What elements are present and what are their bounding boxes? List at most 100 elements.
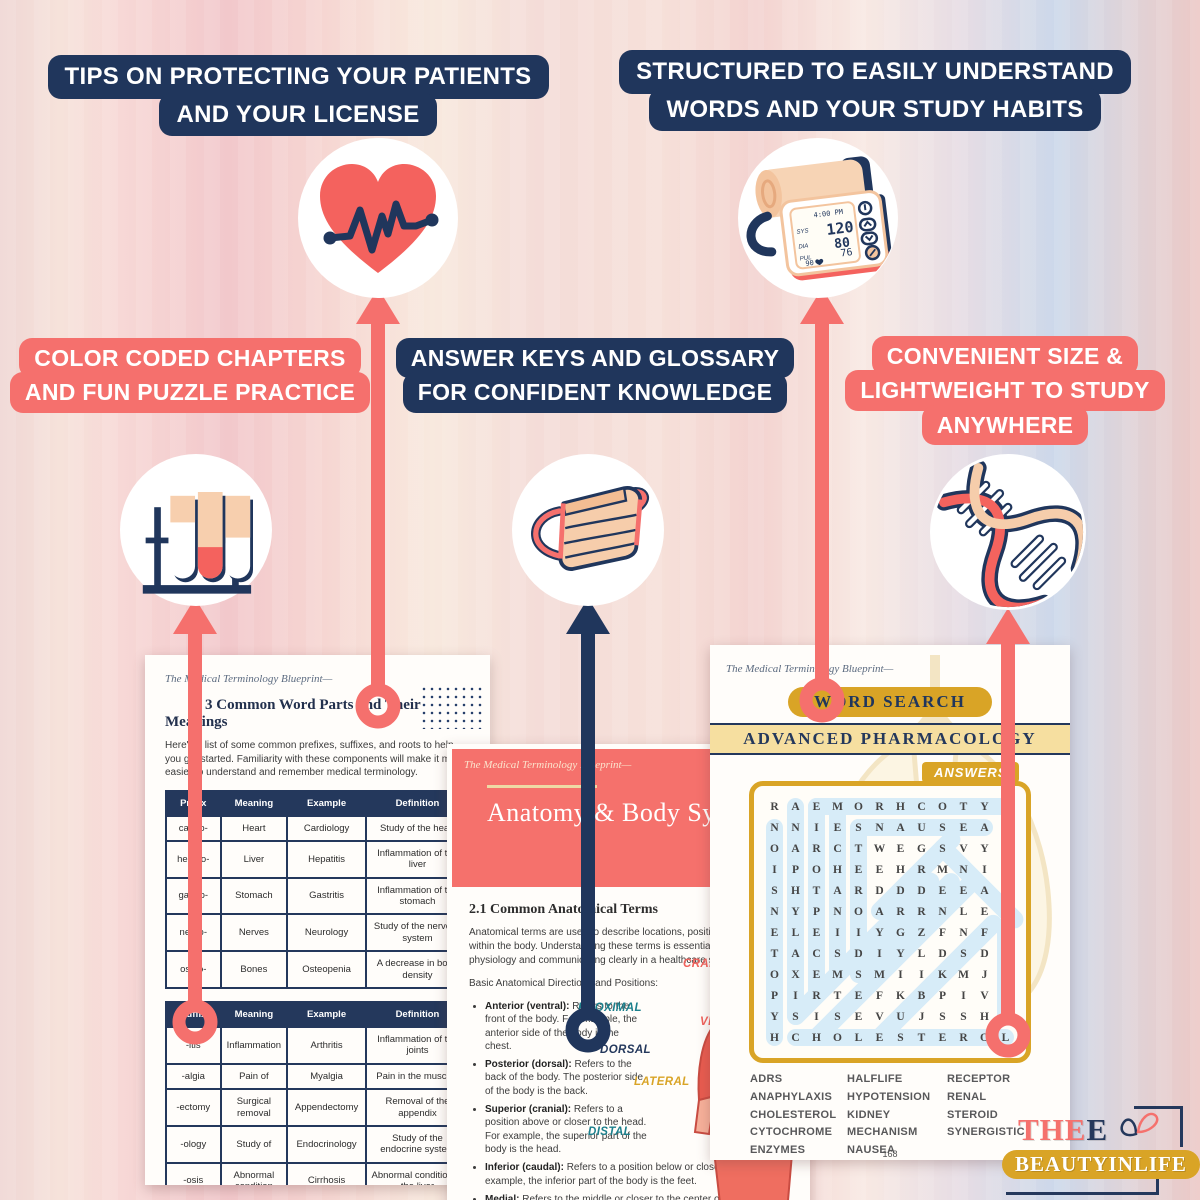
grid-letter: D <box>917 884 926 897</box>
grid-letter: S <box>960 947 967 960</box>
grid-letter: A <box>791 947 800 960</box>
banner-line: ANYWHERE <box>921 404 1089 446</box>
grid-letter: Y <box>770 1010 779 1023</box>
grid-letter: M <box>832 968 843 981</box>
grid-letter: D <box>938 947 947 960</box>
table-cell: Cardiology <box>286 814 367 842</box>
grid-letter: I <box>814 821 819 834</box>
search-word: MECHANISM <box>847 1126 918 1139</box>
banner-line: WORDS AND YOUR STUDY HABITS <box>649 87 1101 132</box>
grid-letter: H <box>770 1031 779 1044</box>
table-cell: Nerves <box>219 913 289 953</box>
word-search-grid: RAEMORHCOTYCNNIESNAUSEASOARCTWEGSVYVIPOH… <box>764 796 1016 1048</box>
grid-letter: E <box>812 968 821 981</box>
answers-badge: ANSWERS <box>922 762 1020 783</box>
arrow-heart-to-page <box>355 288 401 729</box>
grid-letter: E <box>833 821 842 834</box>
anatomy-term-item: Medial: Refers to the middle or closer t… <box>485 1193 796 1200</box>
grid-letter: Z <box>917 926 926 939</box>
grid-letter: E <box>896 842 905 855</box>
grid-letter: S <box>834 1010 841 1023</box>
anatomy-term-list: Anterior (ventral): Refers to the front … <box>469 1000 796 1200</box>
grid-letter: V <box>980 989 989 1002</box>
page-body: 2.1 Common Anatomical Terms Anatomical t… <box>469 894 796 1200</box>
search-word: KIDNEY <box>847 1108 891 1121</box>
table-cell: Appendectomy <box>286 1088 367 1127</box>
grid-letter: D <box>896 884 905 897</box>
column-header: Meaning <box>219 1001 289 1029</box>
page-header: The Medical Terminology Blueprint— <box>726 663 894 675</box>
grid-letter: O <box>770 842 779 855</box>
table-cell: Arthritis <box>286 1026 367 1065</box>
grid-letter: Y <box>791 905 800 918</box>
logo-wordmark: THEE <box>1018 1112 1108 1148</box>
page-number: 168 <box>882 1149 898 1159</box>
search-word: CHOLESTEROL <box>750 1108 837 1121</box>
grid-letter: S <box>855 821 862 834</box>
grid-letter: O <box>854 905 863 918</box>
grid-letter: E <box>959 884 968 897</box>
grid-letter: R <box>770 800 779 813</box>
banner-tips: TIPS ON PROTECTING YOUR PATIENTS AND YOU… <box>47 55 549 137</box>
test-tubes-icon <box>120 454 272 606</box>
figure-label-lateral: LATERAL <box>634 1076 690 1088</box>
butterfly-icon <box>1120 1112 1159 1137</box>
grid-letter: D <box>854 947 863 960</box>
banner-line: ANSWER KEYS AND GLOSSARY <box>395 338 795 379</box>
anatomy-term-item: Anterior (ventral): Refers to the front … <box>485 1000 648 1053</box>
grid-letter: S <box>939 842 946 855</box>
logo-e-coral: E <box>1064 1112 1087 1147</box>
grid-letter: L <box>959 905 968 918</box>
table-cell: Cirrhosis <box>286 1161 367 1185</box>
grid-letter: I <box>919 968 924 981</box>
grid-letter: P <box>770 989 779 1002</box>
grid-letter: M <box>937 863 948 876</box>
figure-label-distal: DISTAL <box>588 1126 632 1138</box>
grid-letter: E <box>812 800 821 813</box>
banner-answer-keys: ANSWER KEYS AND GLOSSARY FOR CONFIDENT K… <box>395 338 795 413</box>
table-cell: Abnormal condition of the liver <box>364 1161 471 1185</box>
grid-letter: H <box>896 800 905 813</box>
grid-letter: E <box>980 905 989 918</box>
grid-letter: L <box>1001 1031 1010 1044</box>
highlight-streak <box>808 798 825 1004</box>
list-intro: Basic Anatomical Directions and Position… <box>469 978 658 989</box>
grid-letter: N <box>959 863 968 876</box>
logo-the: TH <box>1018 1112 1065 1147</box>
intro-paragraph: Here's a list of some common prefixes, s… <box>165 740 467 778</box>
banner-color-coded: COLOR CODED CHAPTERS AND FUN PUZZLE PRAC… <box>9 338 371 413</box>
highlight-streak <box>829 798 846 983</box>
anatomy-term-item: Posterior (dorsal): Refers to the back o… <box>485 1058 648 1098</box>
grid-letter: O <box>833 1031 842 1044</box>
search-word: HALFLIFE <box>847 1073 903 1085</box>
table-cell: Osteopenia <box>286 950 367 990</box>
table-cell: Hepatitis <box>286 839 367 879</box>
highlight-streak <box>766 819 783 1046</box>
column-header: Meaning <box>219 789 289 817</box>
grid-letter: C <box>917 800 926 813</box>
grid-letter: C <box>833 842 842 855</box>
grid-letter: O <box>854 800 863 813</box>
grid-letter: S <box>855 968 862 981</box>
svg-text:120: 120 <box>825 218 854 239</box>
grid-letter: L <box>917 947 926 960</box>
grid-letter: N <box>791 821 800 834</box>
grid-letter: R <box>959 1031 968 1044</box>
search-word: ANAPHYLAXIS <box>750 1090 833 1103</box>
grid-letter: C <box>812 947 821 960</box>
intro-paragraph: Anatomical terms are used to describe lo… <box>469 927 795 966</box>
section-title: 2.1 Common Anatomical Terms <box>469 902 658 917</box>
grid-letter: X <box>791 968 800 981</box>
table-cell: -ectomy <box>165 1088 222 1127</box>
banner-line: CONVENIENT SIZE & <box>871 336 1139 377</box>
grid-letter: H <box>833 863 842 876</box>
table-cell: Heart <box>219 814 289 842</box>
grid-letter: R <box>875 800 884 813</box>
search-word: STEROID <box>947 1108 998 1121</box>
grid-letter: M <box>874 968 885 981</box>
grid-letter: R <box>812 842 821 855</box>
